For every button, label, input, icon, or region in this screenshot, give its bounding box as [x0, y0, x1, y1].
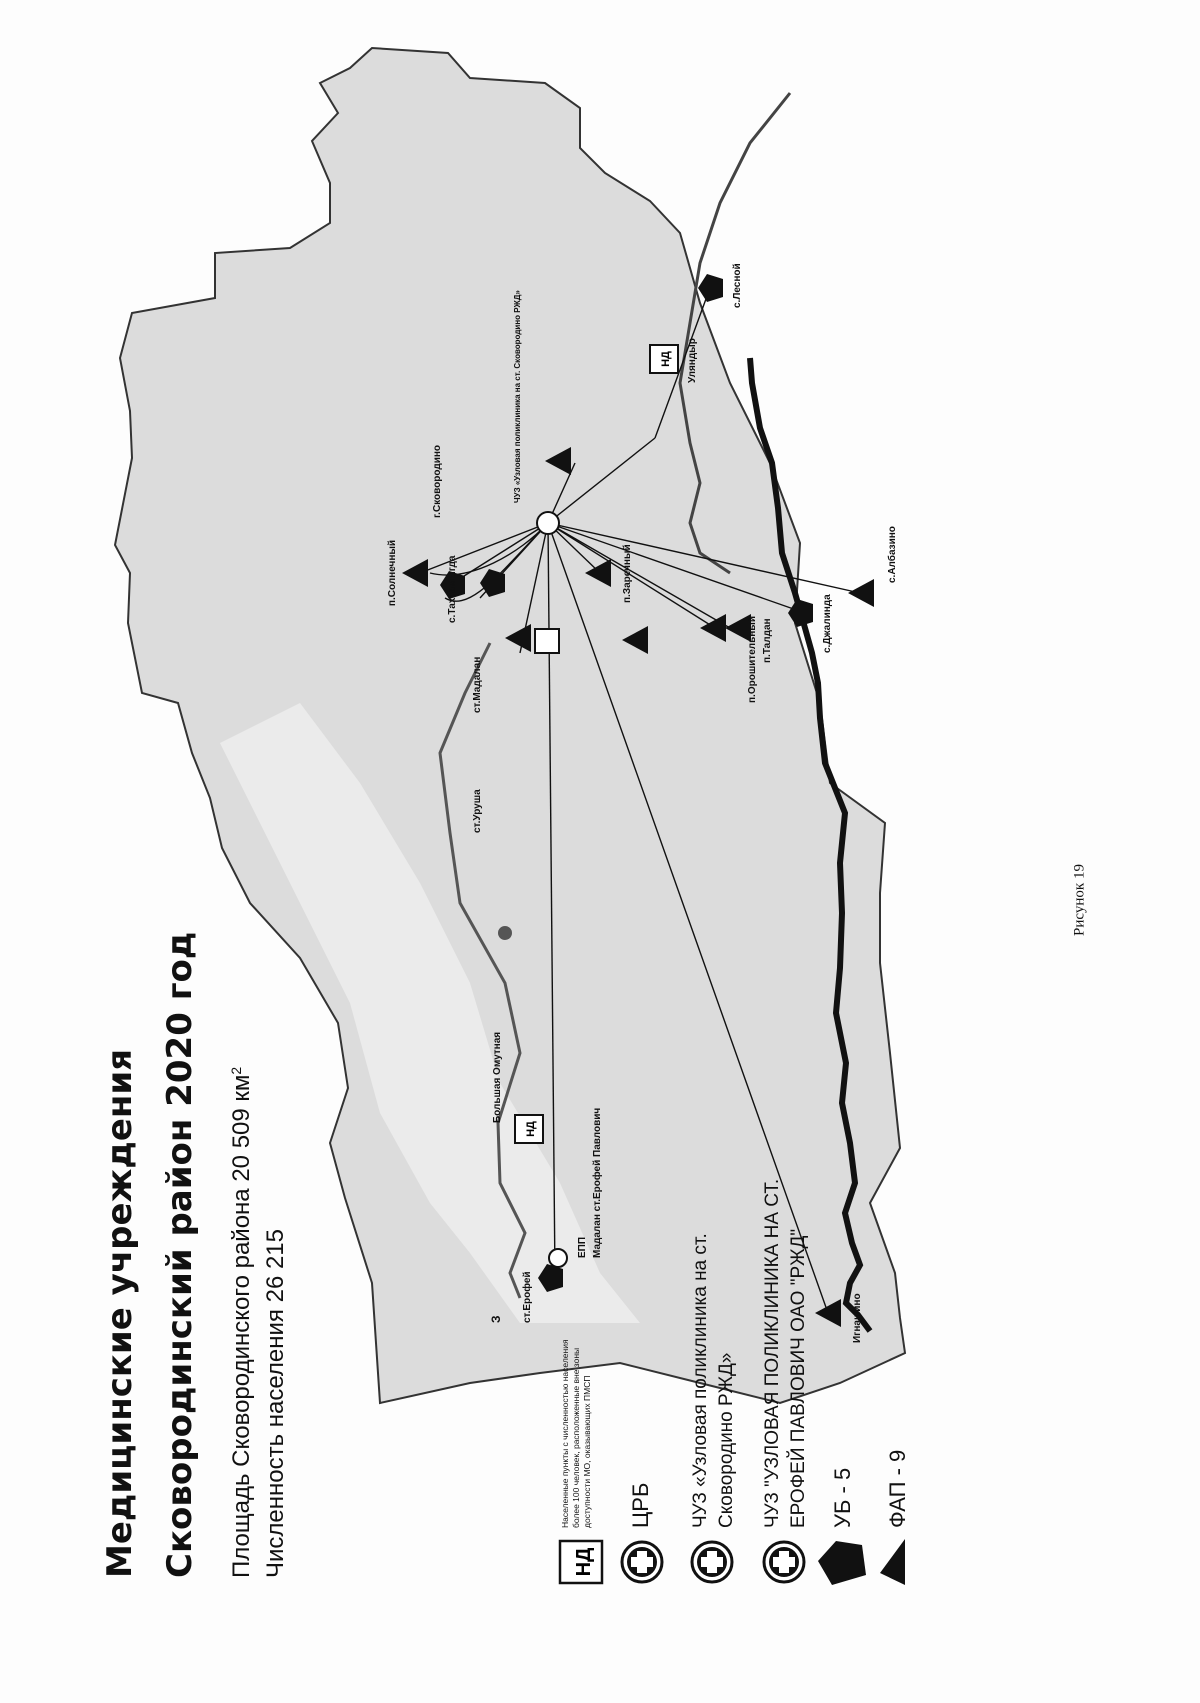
ub-pentagon	[440, 571, 465, 599]
label-dzhalinda: с.Джалинда	[822, 594, 833, 653]
northern-highlight	[220, 703, 640, 1323]
link-to-takhtamygda-south	[547, 522, 829, 1314]
label-skovorodino: г.Сковородино	[432, 445, 443, 518]
district-territory	[113, 46, 907, 1405]
fap-triangle	[622, 626, 648, 654]
ub-pentagon	[698, 274, 723, 302]
nd-boxes: НД НД	[514, 344, 679, 1144]
ub-pentagon	[480, 569, 505, 597]
fap-triangle	[848, 579, 874, 607]
label-bolshaya-omutnaya: Большая Омутная	[492, 1032, 503, 1123]
nd-box-east-label: НД	[660, 351, 672, 367]
nd-legend-line2: более 100 человек, расположенные вне зон…	[571, 1347, 581, 1528]
fap-legend-label: ФАП - 9	[885, 1449, 910, 1528]
facility-markers	[402, 274, 874, 1327]
ub-pentagon	[788, 599, 813, 627]
label-erofey-madalan: Мадалан ст.Ерофей Павлович	[591, 1108, 603, 1258]
fap-triangle	[585, 559, 611, 587]
link-to-east-settlement	[654, 287, 711, 439]
uz-polyclinic-marker	[548, 1248, 568, 1268]
fap-legend-icon	[880, 1539, 905, 1585]
nd-box-west	[514, 1114, 544, 1144]
label-zarechny: п.Заречный	[622, 544, 633, 603]
legend-symbols: НД	[558, 1539, 905, 1585]
crb-legend-label: ЦРБ	[628, 1482, 653, 1528]
label-tygda: с.Тахтамыгда	[447, 555, 458, 623]
label-oroshitelny: п.Орошительный	[747, 616, 758, 703]
link-to-zarechny	[547, 522, 601, 574]
ub-legend-label: УБ - 5	[830, 1467, 855, 1528]
label-epp: ЕПП	[577, 1237, 588, 1258]
nd-legend-icon-text: НД	[573, 1548, 595, 1577]
fap-triangle	[700, 614, 726, 642]
small-settlement-marker	[498, 926, 512, 940]
fap-triangle	[545, 447, 571, 475]
ub-legend-icon	[818, 1541, 866, 1585]
label-ignashino: Игнашино	[852, 1293, 863, 1343]
label-madalan: ст.Мадалан	[472, 657, 483, 713]
chuz1-legend-text: ЧУЗ «Узловая поликлиника на ст. Сковород…	[688, 1233, 740, 1528]
fap-triangle	[815, 1299, 841, 1327]
link-to-ulyandyr	[547, 437, 656, 524]
east-river	[678, 92, 792, 575]
label-erofey-st: ст.Ерофей	[521, 1271, 533, 1323]
link-to-taldan	[547, 522, 731, 629]
chuz2-legend-line1: ЧУЗ "УЗЛОВАЯ ПОЛИКЛИНИКА НА СТ.	[762, 1178, 783, 1528]
ub-pentagon	[538, 1264, 563, 1292]
link-to-solnechny	[419, 522, 549, 574]
label-chuz: ЧУЗ «Узловая поликлиника на ст. Сковород…	[513, 290, 522, 503]
nd-legend-text: Населенные пункты с численностью населен…	[560, 1339, 593, 1528]
chuz2-legend-text: ЧУЗ "УЗЛОВАЯ ПОЛИКЛИНИКА НА СТ. ЕРОФЕЙ П…	[760, 1179, 812, 1528]
nd-legend-icon	[558, 1539, 604, 1585]
nd-box-mid	[534, 628, 560, 654]
label-solnechny: п.Солнечный	[387, 540, 398, 606]
nd-box-west-label: НД	[525, 1121, 537, 1137]
label-lesnoy: с.Лесной	[732, 263, 743, 308]
chuz1-legend-line1: ЧУЗ «Узловая поликлиника на ст.	[690, 1233, 711, 1528]
chuz2-legend-line2: ЕРОФЕЙ ПАВЛОВИЧ ОАО "РЖД"	[788, 1228, 809, 1528]
label-taldan: п.Талдан	[762, 618, 773, 663]
label-albazino: с.Албазино	[886, 526, 898, 583]
label-urusha: ст.Уруша	[472, 789, 483, 833]
nd-box-east	[649, 344, 679, 374]
link-to-oroshitelny	[547, 522, 716, 629]
chuz2-legend-cross	[773, 1551, 795, 1573]
fap-triangle	[725, 614, 751, 642]
link-to-albazino	[547, 522, 861, 594]
link-to-dzhalinda	[547, 522, 806, 614]
amur-river	[747, 357, 873, 1333]
chuz1-legend-line2: Сковородино РЖД»	[716, 1352, 737, 1528]
crb-legend-cross	[631, 1551, 653, 1573]
nd-legend-line3: доступности МО, оказывающих ПМСП	[582, 1375, 592, 1528]
fap-triangle	[505, 624, 531, 652]
label-west: З	[489, 1315, 503, 1323]
fap-triangle	[402, 559, 428, 587]
southern-river	[438, 642, 527, 1299]
label-ulyandyr: Уляндыр	[687, 338, 698, 383]
crb-marker	[536, 511, 560, 535]
nd-legend-line1: Населенные пункты с численностью населен…	[560, 1339, 570, 1528]
map-labels: п.Солнечный г.Сковородино с.Тахтамыгда с…	[387, 263, 898, 1343]
chuz1-legend-cross	[701, 1551, 723, 1573]
